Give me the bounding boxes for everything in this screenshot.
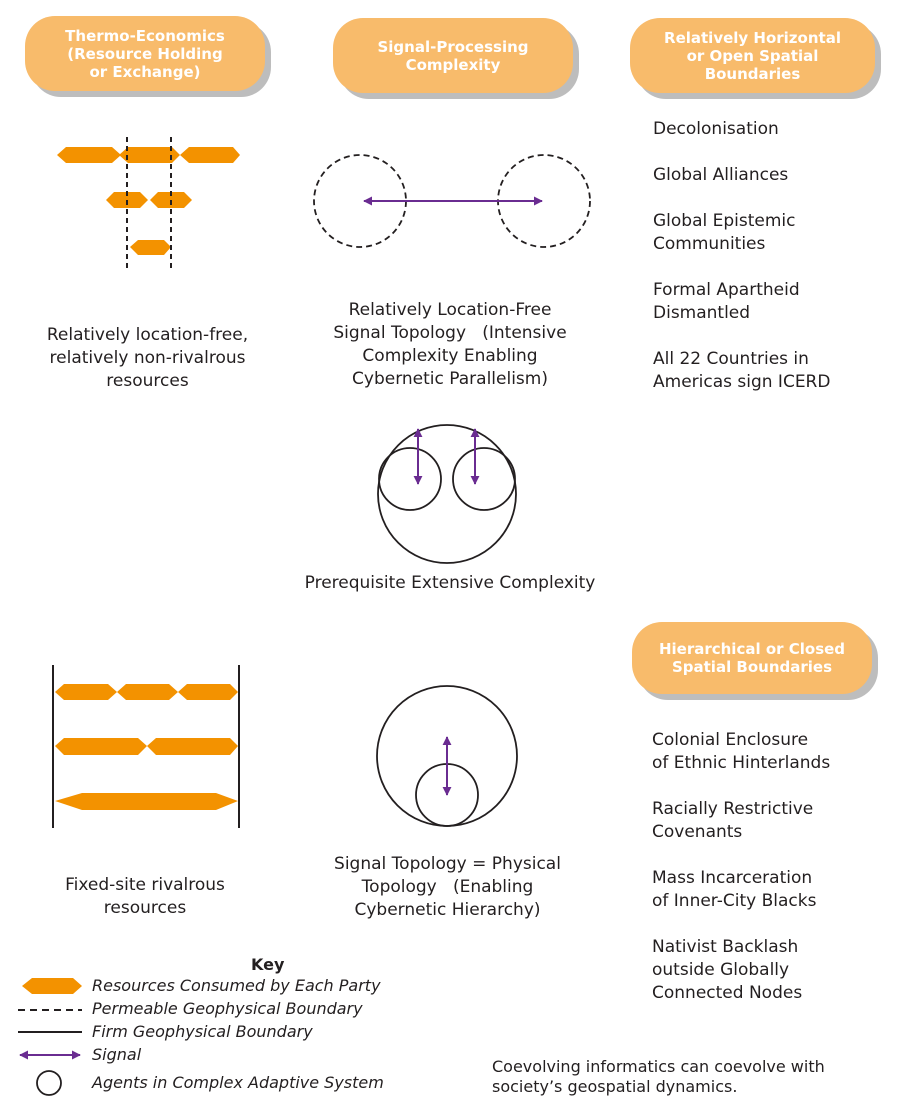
hierarchy-signal-diagram: [376, 685, 518, 827]
caption-open-resources: Relatively location-free, relatively non…: [20, 324, 275, 393]
caption-line: Relatively location-free,: [46, 325, 249, 345]
key-label-agents: Agents in Complex Adaptive System: [92, 1073, 384, 1092]
key-icons: [18, 978, 82, 1096]
list-item-line: of Inner-City Blacks: [652, 891, 817, 911]
list-item-line: Connected Nodes: [652, 983, 803, 1003]
list-item: Racially Restrictive Covenants: [652, 798, 892, 844]
list-item: All 22 Countries in Americas sign ICERD: [653, 348, 893, 394]
list-item-line: Global Epistemic: [653, 211, 796, 231]
list-item-line: Dismantled: [653, 303, 751, 323]
list-item-line: Nativist Backlash: [652, 937, 799, 957]
header-line: Spatial Boundaries: [671, 658, 833, 676]
permeable-resources-diagram: [57, 137, 240, 272]
list-item: Colonial Enclosure of Ethnic Hinterlands: [652, 729, 892, 775]
firm-resources-diagram: [52, 665, 240, 828]
resource-hexagon-icon: [178, 684, 238, 700]
header-signal-processing: Signal-Processing Complexity: [333, 18, 573, 93]
caption-line: Topology (Enabling: [361, 877, 534, 897]
header-thermo-economics: Thermo-Economics (Resource Holding or Ex…: [25, 16, 265, 91]
resource-hexagon-icon: [119, 147, 180, 163]
list-item-line: Americas sign ICERD: [653, 372, 831, 392]
caption-line: Signal Topology = Physical: [334, 854, 561, 874]
list-item: Decolonisation: [653, 118, 893, 141]
header-line: Relatively Horizontal: [664, 28, 841, 47]
list-item-line: Mass Incarceration: [652, 868, 813, 888]
list-item-line: Global Alliances: [653, 165, 789, 185]
closed-boundaries-list: Colonial Enclosure of Ethnic Hinterlands…: [652, 729, 892, 1028]
caption-open-signal: Relatively Location-Free Signal Topology…: [320, 299, 580, 391]
header-line: or Exchange): [89, 62, 201, 81]
resource-hexagon-icon: [130, 240, 171, 255]
key-title: Key: [251, 955, 285, 974]
list-item-line: Covenants: [652, 822, 743, 842]
header-closed-boundaries: Hierarchical or Closed Spatial Boundarie…: [632, 622, 872, 694]
caption-line: Cybernetic Parallelism): [352, 369, 548, 389]
agent-circle-icon: [378, 447, 442, 511]
resource-hexagon-icon: [22, 978, 82, 994]
list-item-line: Colonial Enclosure: [652, 730, 809, 750]
header-open-boundaries: Relatively Horizontal or Open Spatial Bo…: [630, 18, 875, 93]
footnote-line: Coevolving informatics can coevolve with: [492, 1057, 825, 1076]
list-item-line: of Ethnic Hinterlands: [652, 753, 831, 773]
caption-line: Relatively Location-Free: [348, 300, 552, 320]
resource-hexagon-icon: [55, 738, 147, 755]
list-item-line: Communities: [653, 234, 766, 254]
header-line: Signal-Processing: [377, 37, 529, 56]
caption-line: resources: [103, 898, 187, 918]
extensive-complexity-diagram: [377, 424, 517, 564]
caption-line: Complexity Enabling: [362, 346, 538, 366]
resource-hexagon-icon: [57, 147, 121, 163]
key-label-firm: Firm Geophysical Boundary: [92, 1022, 313, 1041]
key-label-signal: Signal: [92, 1045, 142, 1064]
header-line: Boundaries: [704, 64, 801, 83]
footnote: Coevolving informatics can coevolve with…: [492, 1057, 892, 1097]
caption-line: relatively non-rivalrous: [49, 348, 246, 368]
list-item: Nativist Backlash outside Globally Conne…: [652, 936, 892, 1005]
agent-circle-icon: [452, 447, 516, 511]
resource-hexagon-icon: [180, 147, 240, 163]
list-item: Global Epistemic Communities: [653, 210, 893, 256]
caption-line: Fixed-site rivalrous: [65, 875, 225, 895]
key-label-permeable: Permeable Geophysical Boundary: [92, 999, 363, 1018]
caption-line: Cybernetic Hierarchy): [354, 900, 541, 920]
caption-line: Signal Topology (Intensive: [333, 323, 567, 343]
caption-line: resources: [106, 371, 189, 391]
location-free-signal-diagram: [313, 154, 591, 248]
key-label-resources: Resources Consumed by Each Party: [92, 976, 381, 995]
list-item-line: Racially Restrictive: [652, 799, 814, 819]
open-boundaries-list: Decolonisation Global Alliances Global E…: [653, 118, 893, 417]
caption-extensive-complexity: Prerequisite Extensive Complexity: [304, 573, 596, 593]
header-line: Complexity: [405, 55, 501, 74]
list-item-line: Decolonisation: [653, 119, 779, 139]
header-line: (Resource Holding: [67, 44, 223, 63]
resource-hexagon-icon: [147, 738, 238, 755]
resource-hexagon-icon: [55, 684, 117, 700]
footnote-line: society’s geospatial dynamics.: [492, 1077, 738, 1096]
list-item-line: Formal Apartheid: [653, 280, 800, 300]
resource-hexagon-icon: [117, 684, 178, 700]
list-item: Mass Incarceration of Inner-City Blacks: [652, 867, 892, 913]
list-item: Formal Apartheid Dismantled: [653, 279, 893, 325]
header-line: or Open Spatial: [686, 46, 819, 65]
list-item: Global Alliances: [653, 164, 893, 187]
agent-circle-icon: [377, 424, 517, 564]
resource-hexagon-icon: [55, 793, 238, 810]
caption-fixed-resources: Fixed-site rivalrous resources: [20, 874, 270, 920]
list-item-line: outside Globally: [652, 960, 790, 980]
caption-hierarchy-signal: Signal Topology = Physical Topology (Ena…: [310, 853, 585, 922]
header-line: Thermo-Economics: [65, 26, 225, 45]
circle-icon: [36, 1070, 62, 1096]
header-line: Hierarchical or Closed: [658, 640, 846, 658]
list-item-line: All 22 Countries in: [653, 349, 809, 369]
